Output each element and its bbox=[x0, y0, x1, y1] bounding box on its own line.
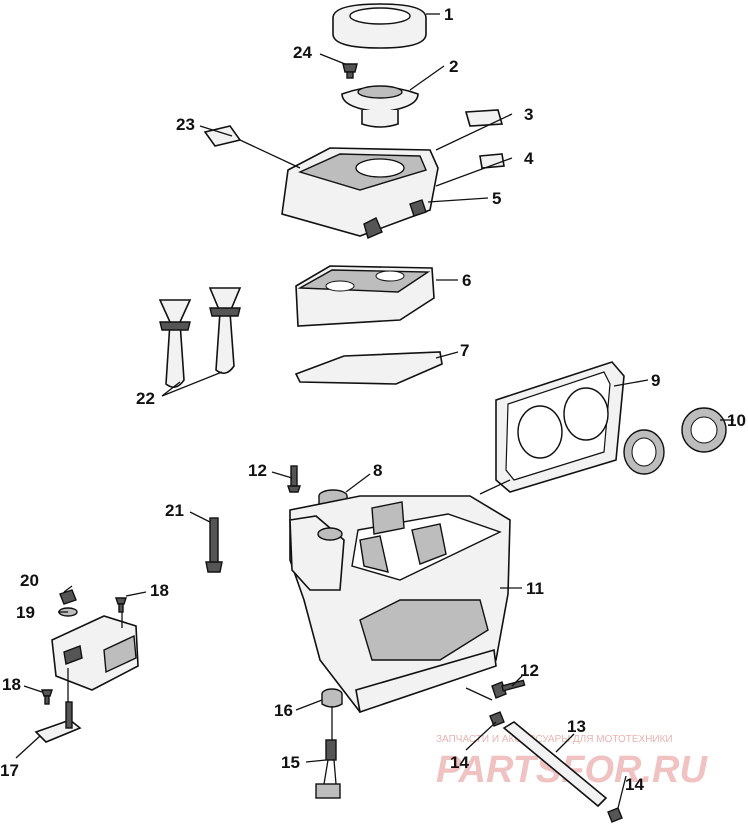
part-14-nut-lower bbox=[607, 807, 623, 823]
part-10-intake-boots bbox=[623, 407, 727, 475]
part-20-nut bbox=[59, 589, 77, 605]
callout-7: 7 bbox=[460, 341, 469, 360]
callout-14-upper: 14 bbox=[450, 753, 469, 772]
callout-17: 17 bbox=[0, 761, 19, 780]
part-21-strap bbox=[205, 517, 223, 573]
callout-18-upper: 18 bbox=[150, 581, 169, 600]
part-2-flange bbox=[341, 85, 419, 128]
part-18-screw-lower bbox=[41, 689, 53, 705]
part-15-sensor bbox=[315, 739, 341, 799]
module-box bbox=[51, 615, 139, 691]
part-3-decal bbox=[464, 109, 504, 127]
part-14-nut-upper bbox=[489, 711, 505, 727]
part-18-screw-upper bbox=[115, 597, 127, 613]
part-5-airbox-cover bbox=[281, 147, 439, 239]
part-9-frame bbox=[495, 361, 625, 493]
part-13-tube bbox=[502, 721, 608, 808]
callout-5: 5 bbox=[492, 189, 501, 208]
callout-8: 8 bbox=[373, 461, 382, 480]
callout-2: 2 bbox=[449, 57, 458, 76]
part-4-decal bbox=[479, 153, 505, 169]
part-22-drain-hoses bbox=[158, 287, 242, 388]
callout-22: 22 bbox=[136, 389, 155, 408]
callout-12-upper: 12 bbox=[248, 461, 267, 480]
part-11-airbox bbox=[289, 495, 511, 714]
part-12-bolt-lower bbox=[491, 679, 526, 699]
callout-18-lower: 18 bbox=[2, 675, 21, 694]
callout-3: 3 bbox=[524, 105, 533, 124]
part-12-bolt-upper bbox=[287, 465, 301, 493]
callout-21: 21 bbox=[165, 501, 184, 520]
callout-4: 4 bbox=[524, 149, 534, 168]
part-16-grommet bbox=[321, 688, 343, 708]
part-1-foam-ring bbox=[332, 3, 427, 49]
callout-11: 11 bbox=[526, 579, 544, 598]
callout-19: 19 bbox=[16, 603, 35, 622]
callout-15: 15 bbox=[281, 753, 300, 772]
callout-16: 16 bbox=[274, 701, 293, 720]
callout-9: 9 bbox=[651, 371, 660, 390]
callout-24: 24 bbox=[293, 43, 312, 62]
callout-20: 20 bbox=[20, 571, 39, 590]
part-6-filter-element bbox=[295, 265, 435, 327]
callout-6: 6 bbox=[462, 271, 471, 290]
callout-13: 13 bbox=[567, 717, 586, 736]
callout-23: 23 bbox=[176, 115, 195, 134]
callout-1: 1 bbox=[444, 5, 453, 24]
watermark-tagline: ЗАПЧАСТИ И АКСЕССУАРЫ ДЛЯ МОТОТЕХНИКИ bbox=[436, 734, 673, 745]
part-17-bracket bbox=[34, 701, 82, 743]
callout-12-lower: 12 bbox=[520, 661, 539, 680]
leader-lines bbox=[15, 13, 734, 809]
part-7-gasket bbox=[294, 351, 443, 385]
callout-14-lower: 14 bbox=[625, 775, 644, 794]
callout-10: 10 bbox=[727, 411, 746, 430]
part-24-screw bbox=[342, 63, 358, 79]
